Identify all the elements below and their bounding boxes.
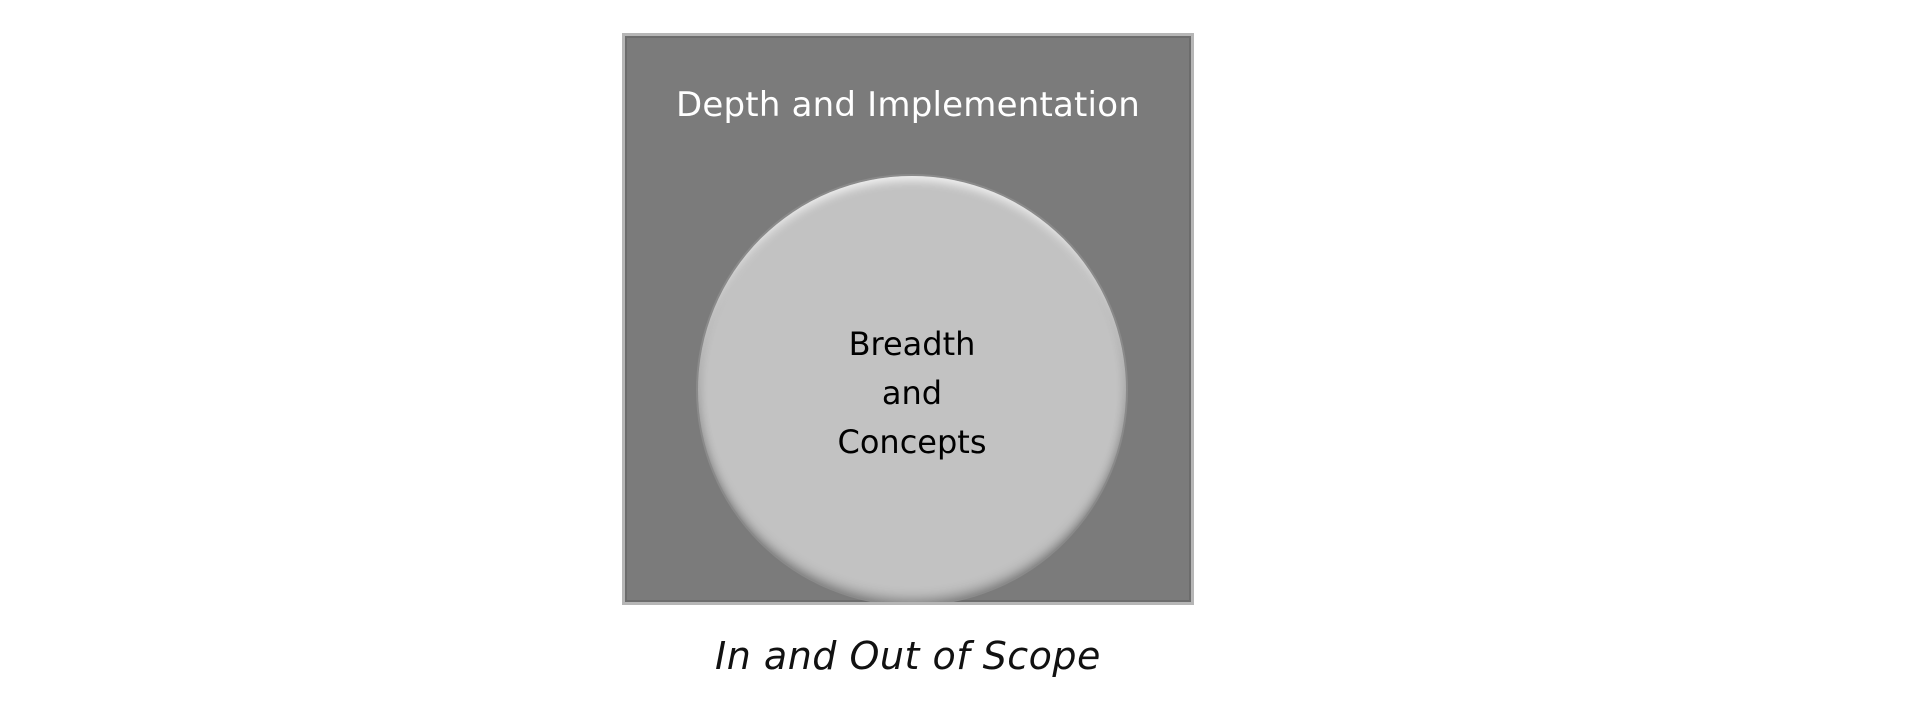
breadth-concepts-label: Breadth and Concepts xyxy=(698,320,1126,467)
depth-implementation-square: Depth and Implementation Breadth and Con… xyxy=(622,33,1194,605)
depth-implementation-label: Depth and Implementation xyxy=(676,85,1140,125)
breadth-concepts-circle: Breadth and Concepts xyxy=(698,176,1126,602)
inner-label-line-2: and xyxy=(881,374,943,412)
diagram-caption: In and Out of Scope xyxy=(715,634,1101,678)
inner-label-line-3: Concepts xyxy=(837,423,987,461)
inner-label-line-1: Breadth xyxy=(848,325,976,363)
